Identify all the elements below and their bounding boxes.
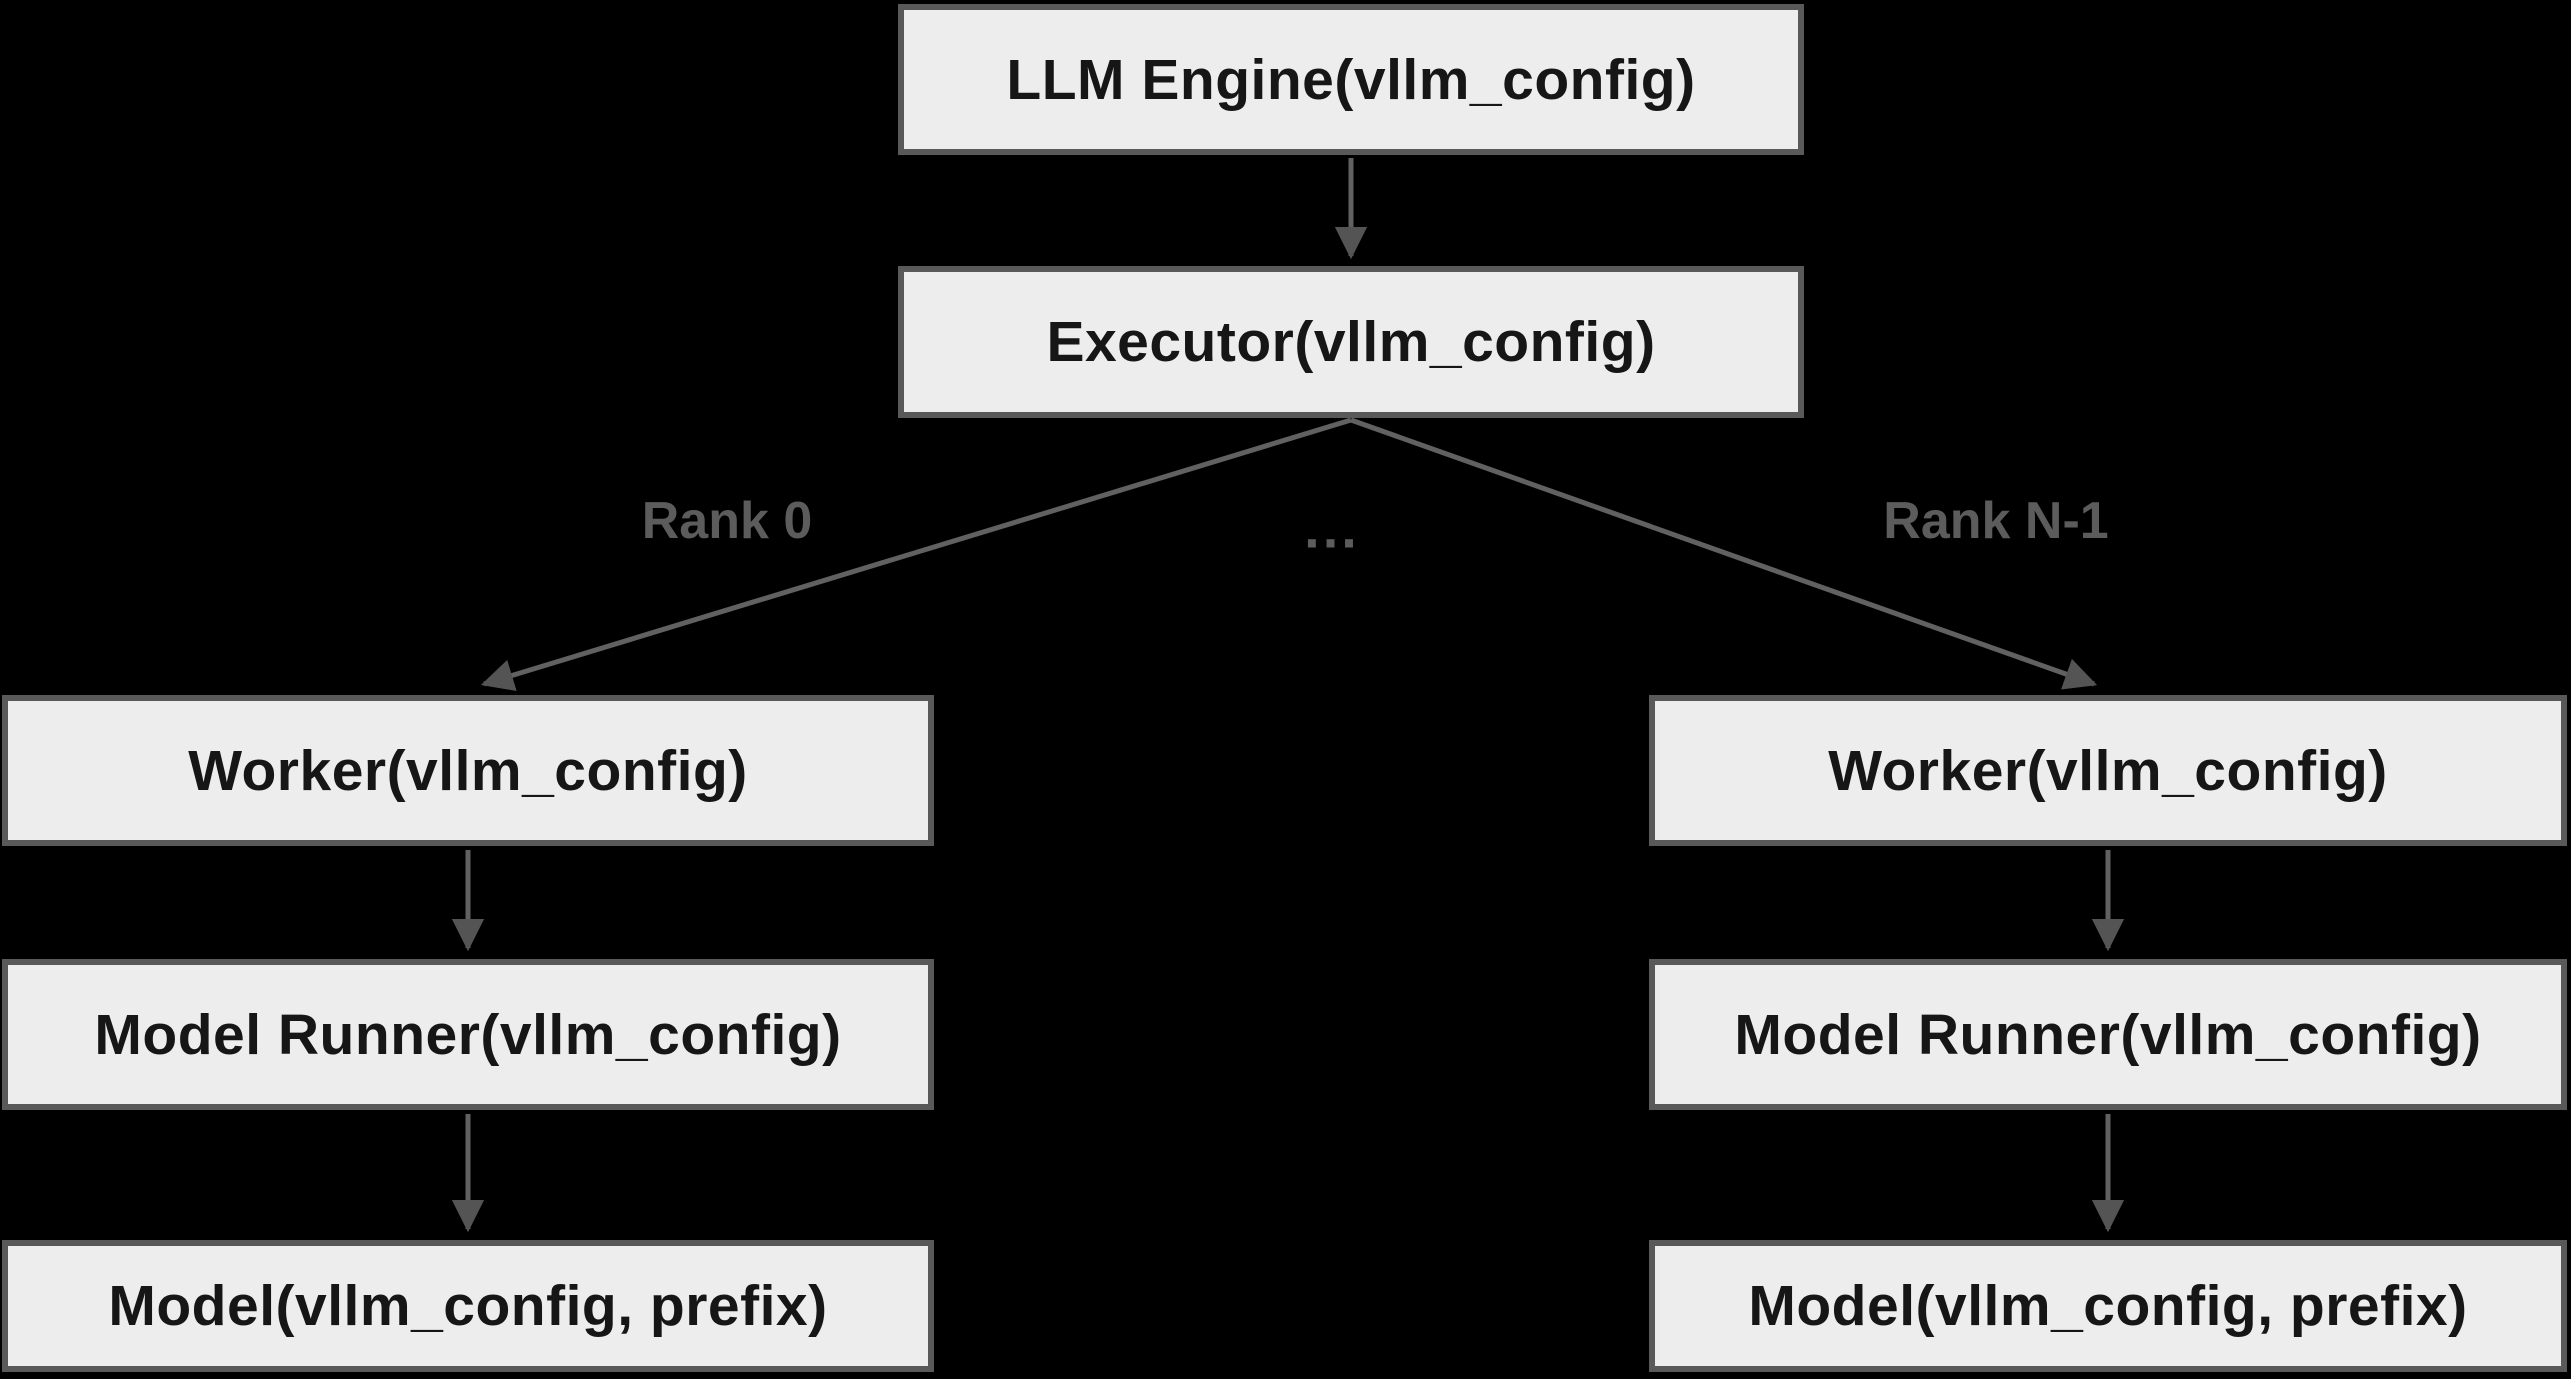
node-model-runner-rankn: Model Runner(vllm_config) (1649, 959, 2567, 1110)
node-worker-rankn: Worker(vllm_config) (1649, 695, 2567, 846)
edge-executor-to-worker-rankn (1350, 417, 2098, 690)
node-model-runner-rank0: Model Runner(vllm_config) (2, 959, 934, 1110)
node-executor: Executor(vllm_config) (898, 266, 1804, 418)
edge-label-rank-0: Rank 0 (641, 492, 813, 550)
node-model-rankn: Model(vllm_config, prefix) (1649, 1240, 2567, 1372)
edge-label-ellipsis: ... (1304, 496, 1360, 560)
edge-label-rank-n-1: Rank N-1 (1883, 492, 2109, 550)
node-llm-engine: LLM Engine(vllm_config) (898, 4, 1804, 155)
edge-executor-to-worker-rank0 (480, 417, 1352, 692)
node-model-rank0: Model(vllm_config, prefix) (2, 1240, 934, 1372)
node-worker-rank0: Worker(vllm_config) (2, 695, 934, 846)
